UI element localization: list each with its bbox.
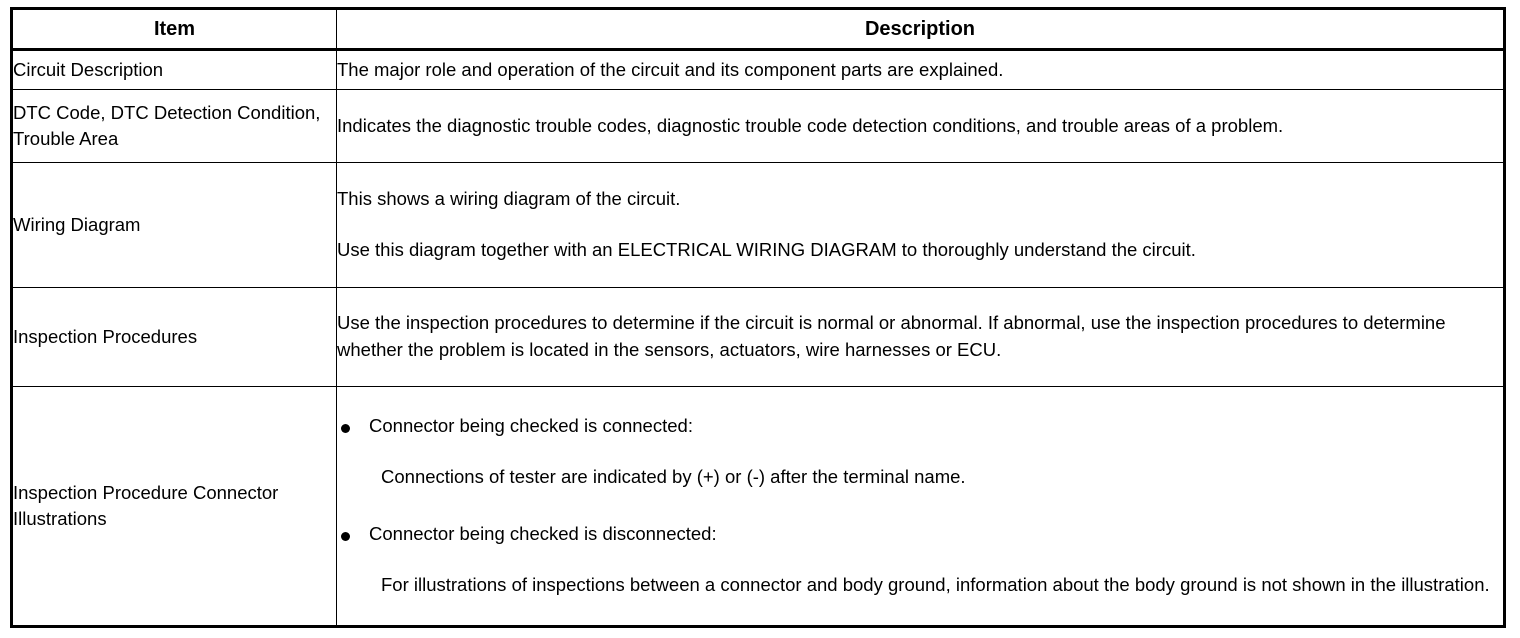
bullet-point-icon xyxy=(341,424,350,434)
bullet-lead-text: Connector being checked is connected: xyxy=(369,415,693,437)
diagnostic-reference-table: Item Description Circuit Description The… xyxy=(10,7,1506,628)
table-header-row: Item Description xyxy=(11,8,1505,51)
table-row: DTC Code, DTC Detection Condition, Troub… xyxy=(11,89,1505,163)
table-row: Inspection Procedures Use the inspection… xyxy=(11,287,1505,387)
list-item: Connector being checked is connected: Co… xyxy=(337,413,1503,491)
description-paragraph: Indicates the diagnostic trouble codes, … xyxy=(337,114,1284,136)
table-row: Wiring Diagram This shows a wiring diagr… xyxy=(11,162,1505,288)
row-description-wiring-diagram: This shows a wiring diagram of the circu… xyxy=(336,162,1505,288)
bullet-point-icon xyxy=(341,531,350,541)
bullet-sub-text: For illustrations of inspections between… xyxy=(381,573,1490,595)
row-item-circuit-description: Circuit Description xyxy=(11,49,337,90)
column-header-item: Item xyxy=(11,8,337,51)
description-paragraph: Use this diagram together with an ELECTR… xyxy=(337,239,1196,260)
row-description-circuit-description: The major role and operation of the circ… xyxy=(336,49,1505,90)
row-item-dtc-code: DTC Code, DTC Detection Condition, Troub… xyxy=(11,89,337,163)
description-paragraph: This shows a wiring diagram of the circu… xyxy=(337,188,681,210)
description-paragraph: The major role and operation of the circ… xyxy=(337,58,1004,80)
description-paragraph: Use the inspection procedures to determi… xyxy=(337,312,1446,360)
column-header-description: Description xyxy=(336,8,1505,51)
row-description-dtc-code: Indicates the diagnostic trouble codes, … xyxy=(336,89,1505,163)
bullet-sub-text: Connections of tester are indicated by (… xyxy=(381,466,966,488)
table-row: Circuit Description The major role and o… xyxy=(11,49,1505,90)
list-item: Connector being checked is disconnected:… xyxy=(337,521,1503,599)
bullet-lead-text: Connector being checked is disconnected: xyxy=(369,523,717,544)
bullet-list: Connector being checked is connected: Co… xyxy=(337,413,1503,598)
row-item-inspection-procedures: Inspection Procedures xyxy=(11,287,337,387)
row-item-connector-illustrations: Inspection Procedure Connector Illustrat… xyxy=(11,386,337,627)
row-item-wiring-diagram: Wiring Diagram xyxy=(11,162,337,288)
row-description-connector-illustrations: Connector being checked is connected: Co… xyxy=(336,386,1505,627)
table-row: Inspection Procedure Connector Illustrat… xyxy=(11,386,1505,627)
row-description-inspection-procedures: Use the inspection procedures to determi… xyxy=(336,287,1505,387)
